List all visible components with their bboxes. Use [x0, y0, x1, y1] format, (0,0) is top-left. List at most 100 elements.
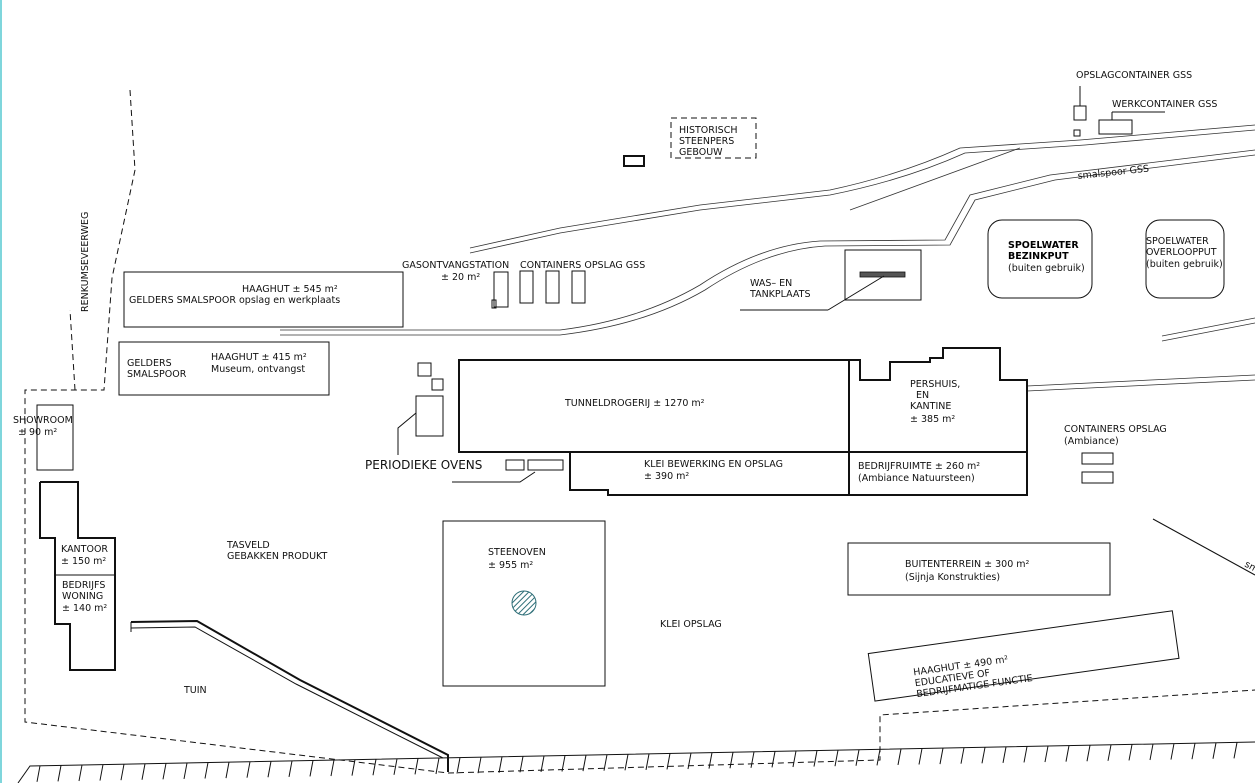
fence-tick: [561, 755, 566, 772]
fence-tick: [57, 765, 62, 782]
svg-text:STEENPERS: STEENPERS: [679, 136, 734, 147]
svg-text:BEDRIJFS: BEDRIJFS: [62, 580, 105, 591]
svg-text:(buiten gebruik): (buiten gebruik): [1008, 263, 1085, 274]
fence-tick: [1149, 743, 1154, 761]
svg-text:SMALSPOOR: SMALSPOOR: [127, 369, 187, 380]
fence-tick: [540, 755, 545, 773]
svg-text:(Ambiance): (Ambiance): [1064, 436, 1119, 447]
svg-text:GEBOUW: GEBOUW: [679, 147, 723, 158]
fence-tick: [351, 759, 356, 776]
fence-tick: [1191, 743, 1196, 760]
gss-containers: OPSLAGCONTAINER GSS WERKCONTAINER GSS sm…: [1073, 70, 1217, 182]
svg-text:(Ambiance Natuursteen): (Ambiance Natuursteen): [858, 473, 975, 484]
fence-tick: [876, 749, 881, 766]
svg-text:WAS– EN: WAS– EN: [750, 278, 792, 289]
fence-tick: [309, 760, 314, 777]
edge-label: sm: [1243, 559, 1255, 575]
spoelwater-bezinkput: SPOELWATER BEZINKPUT (buiten gebruik): [987, 219, 1093, 299]
fence-tick: [1023, 746, 1028, 763]
fence-ticks: [17, 741, 1255, 783]
svg-text:BEDRIJFRUIMTE ± 260 m²: BEDRIJFRUIMTE ± 260 m²: [858, 461, 980, 472]
svg-text:GELDERS SMALSPOOR opslag en we: GELDERS SMALSPOOR opslag en werkplaats: [129, 295, 340, 306]
svg-text:TUIN: TUIN: [183, 685, 207, 696]
svg-text:CONTAINERS OPSLAG GSS: CONTAINERS OPSLAG GSS: [520, 260, 645, 271]
fence-tick: [750, 751, 755, 768]
fence-tick: [939, 748, 944, 765]
fence-tick: [645, 753, 650, 770]
right-edge-line: [1152, 518, 1255, 576]
fence-tick: [666, 753, 671, 770]
fence-tick: [393, 758, 398, 775]
fence-tick: [1212, 742, 1217, 759]
fence-tick: [1086, 745, 1091, 762]
fence-tick: [477, 757, 482, 774]
svg-text:GEBAKKEN PRODUKT: GEBAKKEN PRODUKT: [227, 551, 328, 562]
fence-tick: [267, 761, 272, 778]
fence-tick: [183, 762, 188, 780]
haaghut-545: HAAGHUT ± 545 m² GELDERS SMALSPOOR opsla…: [123, 271, 404, 328]
tunneldrogerij: TUNNELDROGERIJ ± 1270 m²: [458, 359, 850, 453]
svg-text:TASVELD: TASVELD: [226, 540, 270, 551]
fence-tick: [246, 761, 251, 778]
svg-text:TANKPLAATS: TANKPLAATS: [749, 289, 811, 300]
fence-tick: [1044, 745, 1049, 763]
historisch-steenpers-gebouw: HISTORISCH STEENPERS GEBOUW: [623, 117, 757, 167]
svg-text:KANTOOR: KANTOOR: [61, 544, 108, 555]
showroom: SHOWROOM ± 90 m²: [13, 404, 74, 471]
svg-text:EN: EN: [916, 390, 929, 401]
svg-text:STEENOVEN: STEENOVEN: [488, 547, 546, 558]
fence-tick: [120, 764, 125, 781]
svg-text:± 140 m²: ± 140 m²: [62, 603, 107, 614]
fence-tick: [771, 751, 776, 768]
fence-tick: [729, 752, 734, 769]
fence-tick: [288, 760, 293, 777]
svg-text:± 90 m²: ± 90 m²: [18, 427, 57, 438]
steenoven: STEENOVEN ± 955 m²: [442, 520, 606, 687]
svg-text:PERSHUIS,: PERSHUIS,: [910, 379, 960, 390]
fence-tick: [687, 752, 692, 770]
svg-text:(Sijnja Konstrukties): (Sijnja Konstrukties): [905, 572, 1000, 583]
fence-tick: [456, 757, 461, 774]
svg-text:± 955 m²: ± 955 m²: [488, 560, 533, 571]
svg-text:PERIODIEKE OVENS: PERIODIEKE OVENS: [365, 458, 482, 472]
fence-tick: [1128, 744, 1133, 761]
fence-tick: [498, 756, 503, 773]
fence-tick: [519, 756, 524, 773]
svg-text:OPSLAGCONTAINER GSS: OPSLAGCONTAINER GSS: [1076, 70, 1192, 81]
site-boundary: [24, 89, 1255, 774]
fence-tick: [162, 763, 167, 780]
containers-opslag-gss: CONTAINERS OPSLAG GSS: [519, 260, 645, 304]
svg-text:HISTORISCH: HISTORISCH: [679, 125, 737, 136]
bedrijfruimte: BEDRIJFRUIMTE ± 260 m² (Ambiance Natuurs…: [848, 451, 1028, 496]
fence-tick: [981, 747, 986, 764]
svg-text:HAAGHUT ± 415 m²: HAAGHUT ± 415 m²: [211, 352, 307, 363]
fence-tick: [1107, 744, 1112, 761]
fence-tick: [1170, 743, 1175, 760]
fence-tick: [78, 764, 83, 782]
svg-text:SPOELWATER: SPOELWATER: [1008, 240, 1079, 251]
gasontvangstation: GASONTVANGSTATION ± 20 m²: [402, 260, 509, 309]
svg-text:WONING: WONING: [62, 591, 103, 602]
fence-tick: [1065, 745, 1070, 762]
chimney-icon: [511, 590, 537, 616]
svg-text:GELDERS: GELDERS: [127, 358, 172, 369]
fence-tick: [624, 754, 629, 771]
fence-tick: [834, 750, 839, 767]
svg-text:KANTINE: KANTINE: [910, 401, 951, 412]
fence-tick: [36, 765, 41, 782]
kantoor-woning: KANTOOR ± 150 m² BEDRIJFS WONING ± 140 m…: [39, 481, 116, 671]
klei-opslag-label: KLEI OPSLAG: [660, 619, 722, 630]
fence-tick: [582, 755, 587, 772]
spoelwater-overlopput: SPOELWATER OVERLOOPPUT (buiten gebruik): [1145, 219, 1225, 299]
klei-bewerking: KLEI BEWERKING EN OPSLAG ± 390 m²: [569, 452, 850, 496]
svg-text:smalspoor GSS: smalspoor GSS: [1077, 164, 1149, 182]
narrow-gauge-railway: [280, 124, 1255, 392]
fence-tick: [897, 748, 902, 766]
haaghut-415: GELDERS SMALSPOOR HAAGHUT ± 415 m² Museu…: [118, 341, 330, 396]
fence-tick: [1002, 746, 1007, 763]
pershuis-kantine: PERSHUIS, EN KANTINE ± 385 m²: [849, 347, 1028, 453]
svg-text:CONTAINERS OPSLAG: CONTAINERS OPSLAG: [1064, 424, 1167, 435]
svg-text:TUNNELDROGERIJ ± 1270 m²: TUNNELDROGERIJ ± 1270 m²: [564, 398, 705, 409]
fence-tick: [708, 752, 713, 769]
fence-tick: [918, 748, 923, 765]
